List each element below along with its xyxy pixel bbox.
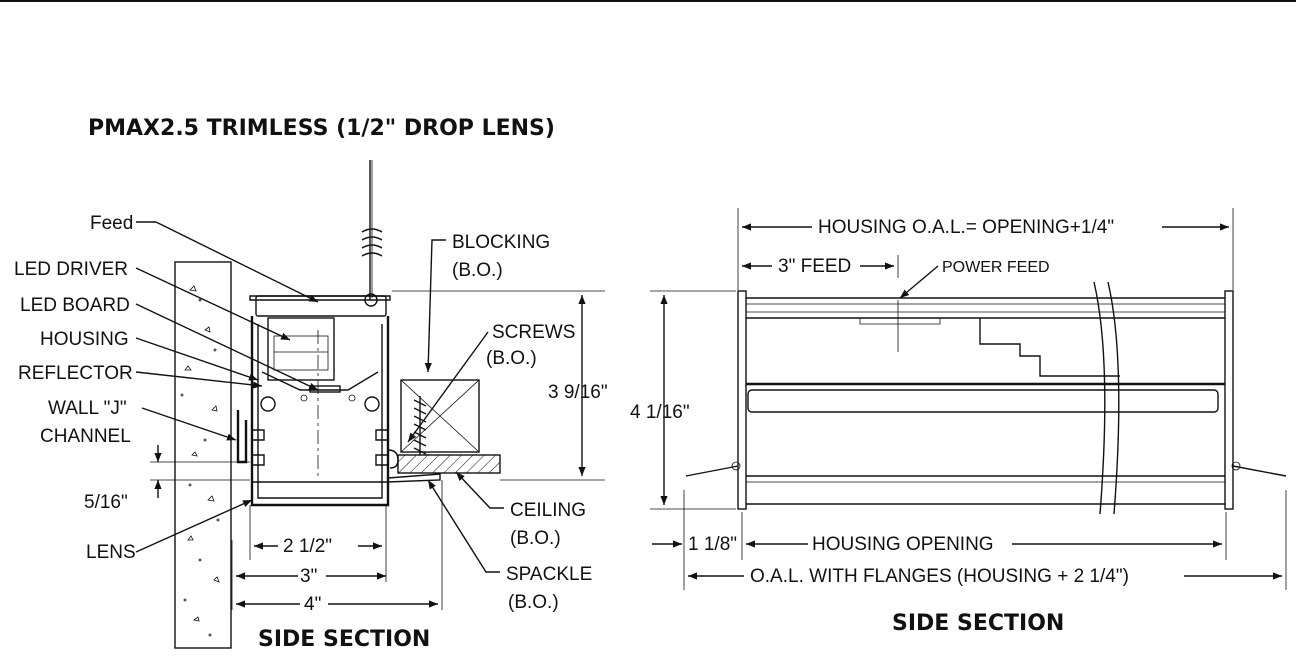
label-housing-opening: HOUSING OPENING <box>812 534 994 555</box>
label-reflector: REFLECTOR <box>18 363 133 384</box>
label-blocking-1: BLOCKING <box>452 232 550 253</box>
label-housing-oal: HOUSING O.A.L.= OPENING+1/4" <box>818 217 1114 238</box>
blocking <box>400 379 480 453</box>
label-ceiling-2: (B.O.) <box>510 528 561 549</box>
housing-inner <box>257 324 383 499</box>
wall-j-channel <box>236 410 248 464</box>
label-led-driver: LED DRIVER <box>14 259 128 280</box>
label-screws-1: SCREWS <box>492 322 575 343</box>
label-oal-flanges: O.A.L. WITH FLANGES (HOUSING + 2 1/4") <box>750 566 1129 587</box>
dim-height: 3 9/16" <box>548 382 608 403</box>
ceiling-board <box>397 454 501 474</box>
wire-twist <box>361 228 383 257</box>
dim-w1: 2 1/2" <box>283 536 332 557</box>
housing-top <box>255 295 387 317</box>
concrete-wall <box>174 261 232 649</box>
label-3-feed: 3" FEED <box>778 256 851 277</box>
reflector-band <box>747 389 1219 413</box>
dim-height-right: 4 1/16" <box>630 402 690 423</box>
cable-b <box>1107 281 1120 515</box>
left-side-section: 3 9/16" 5/16" 2 1/2" 3" 4" Feed LED DRIV… <box>14 160 608 652</box>
label-power-feed: POWER FEED <box>942 259 1050 276</box>
label-feed: Feed <box>90 213 133 234</box>
cable-a <box>1093 281 1106 515</box>
dim-w3: 4" <box>304 594 321 615</box>
flanges <box>685 465 1287 477</box>
label-led-board: LED BOARD <box>20 295 130 316</box>
end-cap-left <box>737 290 747 510</box>
label-screws-2: (B.O.) <box>486 348 537 369</box>
right-side-section: HOUSING O.A.L.= OPENING+1/4" 3" FEED POW… <box>630 208 1287 636</box>
led-driver-core <box>273 335 329 371</box>
housing-body <box>250 316 390 507</box>
drawing-title: PMAX2.5 TRIMLESS (1/2" DROP LENS) <box>88 116 555 141</box>
reflector-shape <box>261 371 379 391</box>
driver-block <box>979 318 1120 377</box>
label-lens: LENS <box>86 542 136 563</box>
label-ceiling-1: CEILING <box>510 500 586 521</box>
concrete-texture <box>180 285 220 637</box>
dim-w2: 3" <box>300 566 317 587</box>
led-driver-box <box>267 317 335 381</box>
right-caption: SIDE SECTION <box>892 611 1064 636</box>
label-housing: HOUSING <box>40 329 129 350</box>
spackle <box>387 473 441 483</box>
left-caption: SIDE SECTION <box>258 627 430 652</box>
dim-drop: 5/16" <box>84 492 128 513</box>
label-wall-j-1: WALL "J" <box>48 398 127 419</box>
end-cap-right <box>1224 290 1234 510</box>
label-spackle-2: (B.O.) <box>508 592 559 613</box>
label-wall-j-2: CHANNEL <box>40 426 131 447</box>
dim-flange: 1 1/8" <box>688 534 737 555</box>
label-spackle-1: SPACKLE <box>506 564 592 585</box>
label-blocking-2: (B.O.) <box>452 260 503 281</box>
